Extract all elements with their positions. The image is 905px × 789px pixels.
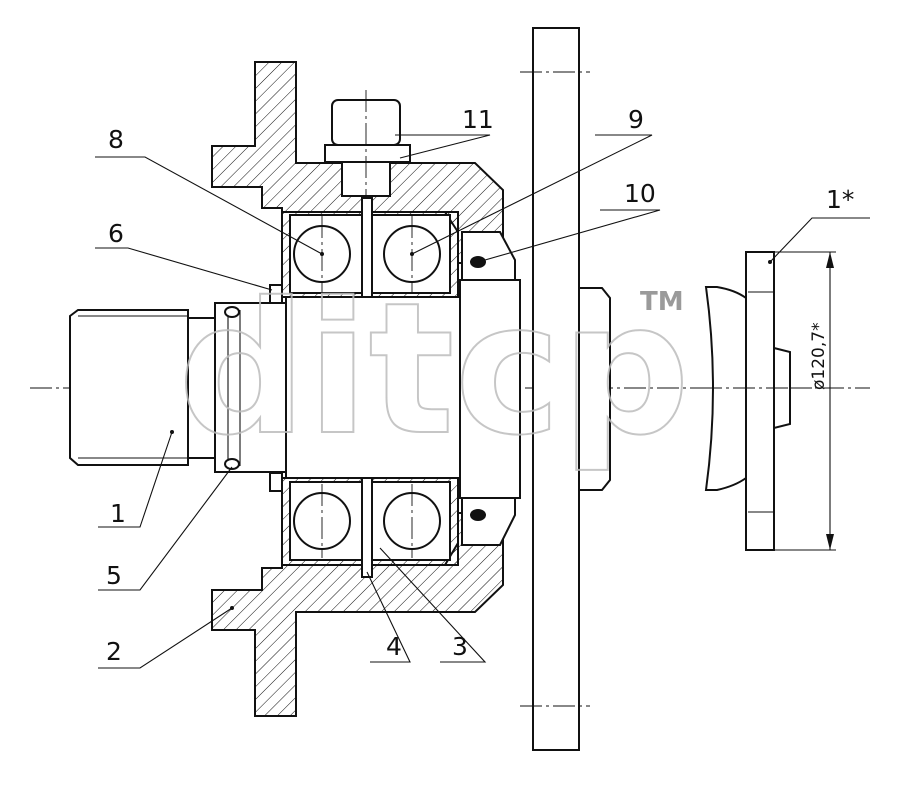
seal xyxy=(461,231,516,546)
shaft xyxy=(69,296,461,479)
trademark-symbol: TM xyxy=(640,287,684,317)
label-part-5: 5 xyxy=(106,561,122,590)
bearing-upper xyxy=(281,197,459,298)
label-part-9: 9 xyxy=(628,105,644,134)
label-part-11: 11 xyxy=(462,105,494,134)
bolt xyxy=(324,90,411,200)
label-part-1: 1 xyxy=(110,499,126,528)
diameter-dimension: ø120,7* xyxy=(774,251,836,551)
diameter-value: ø120,7* xyxy=(809,322,829,390)
leader-lines xyxy=(95,134,870,669)
label-part-3: 3 xyxy=(452,632,468,661)
watermark-text: ditcp xyxy=(178,263,690,475)
label-part-10: 10 xyxy=(624,179,656,208)
retaining-ring xyxy=(269,284,283,492)
side-view-disc xyxy=(700,251,812,551)
label-part-4: 4 xyxy=(386,632,402,661)
watermark: ditcp TM xyxy=(177,262,691,476)
label-part-8: 8 xyxy=(108,125,124,154)
bearing-lower xyxy=(281,477,459,578)
hub-sleeve xyxy=(459,279,521,499)
label-part-1-star: 1* xyxy=(826,185,854,214)
o-ring xyxy=(224,306,240,470)
wheel-disc xyxy=(520,27,611,751)
label-part-2: 2 xyxy=(106,637,122,666)
label-part-6: 6 xyxy=(108,219,124,248)
